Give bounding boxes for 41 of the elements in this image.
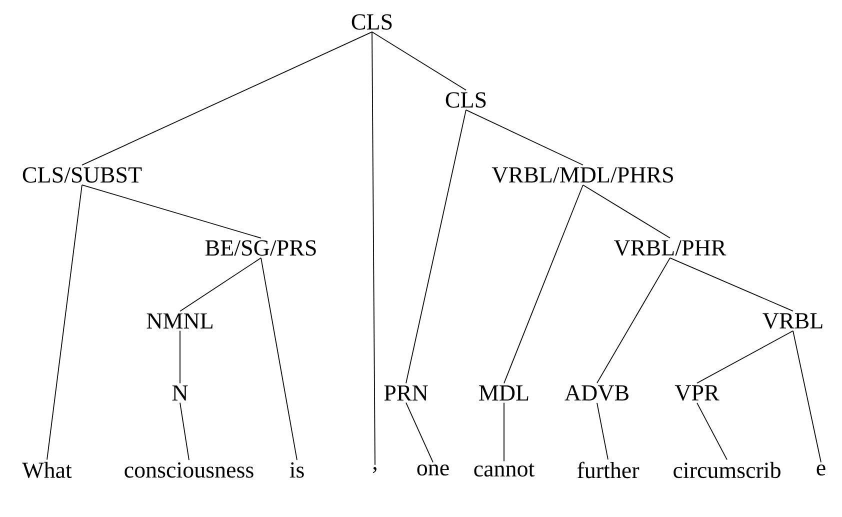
category-label: MDL (479, 385, 528, 401)
category-label: VRBL/PHR (614, 240, 726, 256)
tree-branch (596, 258, 670, 384)
category-label: CLS (352, 14, 392, 30)
tree-branch (260, 257, 298, 461)
tree-branch (406, 109, 466, 384)
word: circumscrib (674, 462, 780, 478)
tree-branch (180, 257, 262, 312)
tree-branch (696, 330, 794, 384)
tree-branch (670, 258, 794, 312)
word: consciousness (124, 462, 254, 478)
category-label: PRN (384, 385, 428, 401)
category-label: CLS (446, 92, 486, 108)
word: one (417, 464, 449, 476)
tree-branch (504, 184, 584, 384)
category-label: VRBL/MDL/PHRS (492, 167, 673, 183)
word: is (290, 462, 304, 478)
category-label: VRBL (762, 313, 822, 329)
tree-branch (82, 31, 372, 166)
category-label: BE/SG/PRS (205, 240, 316, 256)
tree-branch (180, 402, 190, 461)
tree-branch (406, 402, 434, 463)
tree-branch (596, 402, 608, 460)
tree-branch (46, 184, 82, 460)
category-label: NMNL (146, 313, 212, 329)
word: What (22, 462, 72, 478)
word: cannot (474, 463, 535, 477)
word: e (816, 464, 826, 476)
category-label: VPR (674, 385, 720, 401)
tree-branch (372, 31, 376, 466)
tree-branch (82, 184, 262, 239)
word: , (373, 467, 376, 473)
tree-branch (792, 330, 822, 463)
tree-branch (466, 109, 584, 166)
category-label: N (172, 385, 188, 401)
tree-branch (582, 184, 670, 238)
category-label: ADVB (564, 385, 628, 401)
category-label: CLS/SUBST (22, 167, 142, 183)
tree-branch (696, 402, 728, 460)
tree-branch (372, 31, 466, 91)
word: further (577, 462, 640, 478)
